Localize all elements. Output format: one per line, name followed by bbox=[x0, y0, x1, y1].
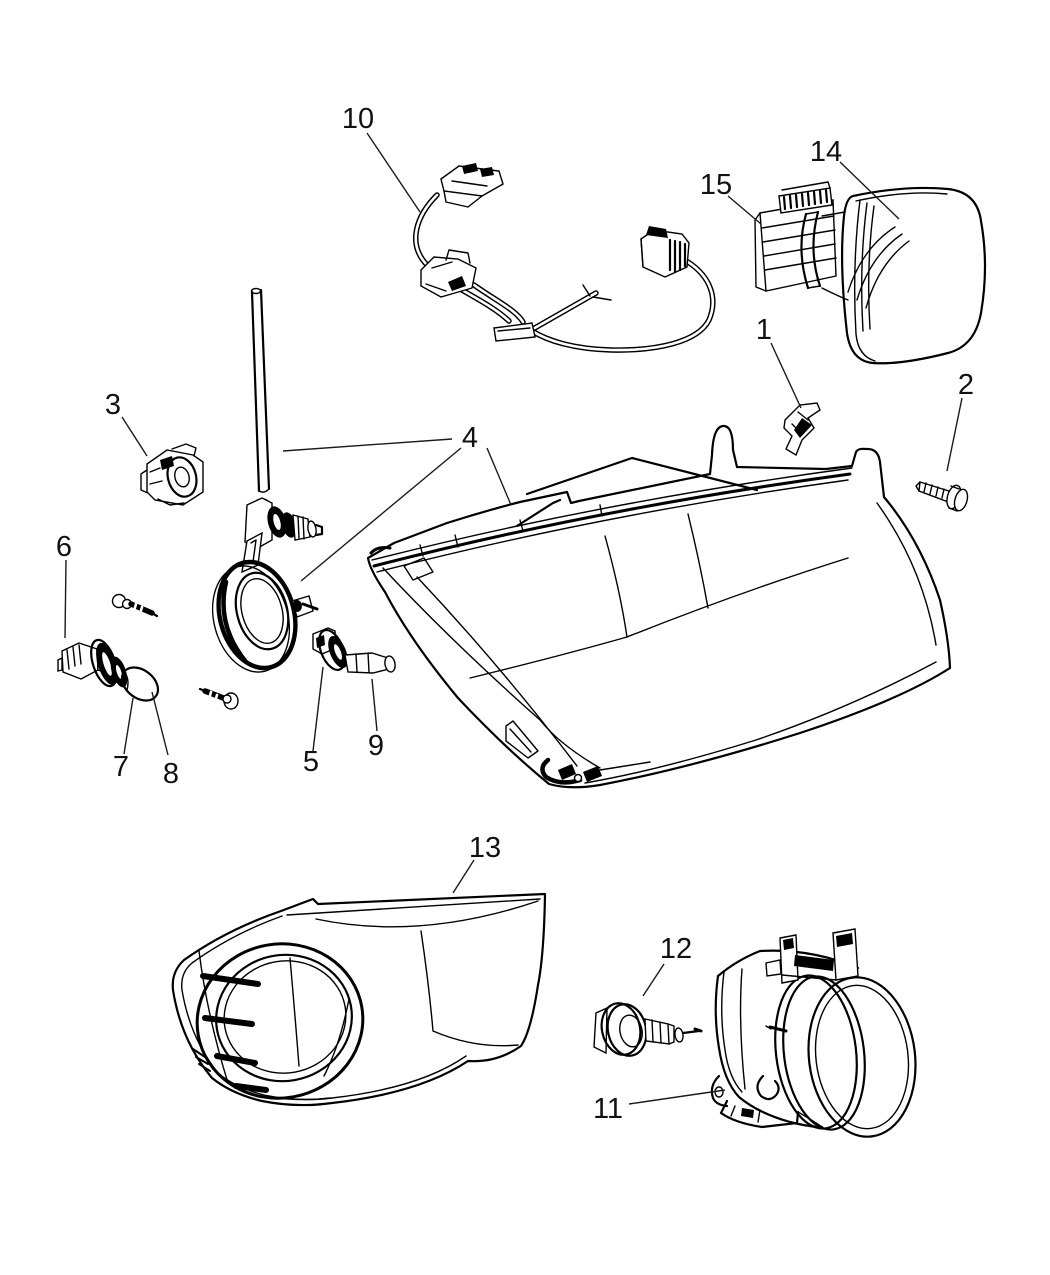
callout-9: 9 bbox=[368, 678, 384, 762]
part-mounting-screw bbox=[915, 481, 969, 512]
part-adjuster-rod bbox=[241, 287, 324, 574]
part-seal-ring bbox=[211, 559, 319, 673]
part-wiring-harness bbox=[413, 163, 716, 353]
part-screw-upper bbox=[111, 593, 159, 618]
leader-line-4a bbox=[282, 438, 453, 452]
part-side-marker-socket bbox=[754, 181, 837, 292]
part-screw-lower bbox=[198, 687, 239, 710]
callout-10: 10 bbox=[342, 103, 421, 213]
part-fog-lamp bbox=[710, 928, 917, 1138]
leader-line-15 bbox=[727, 195, 762, 225]
part-retainer-clip bbox=[783, 402, 821, 457]
callout-label-13: 13 bbox=[469, 832, 501, 864]
leader-line-4b bbox=[300, 447, 462, 582]
leader-line-4c bbox=[486, 447, 512, 506]
callouts-layer: 1 2 3 4 5 6 7 8 bbox=[56, 103, 974, 1125]
callout-7: 7 bbox=[113, 697, 134, 783]
callout-1: 1 bbox=[756, 314, 802, 409]
leader-line-7 bbox=[123, 697, 134, 755]
callout-label-3: 3 bbox=[105, 389, 121, 421]
callout-label-12: 12 bbox=[660, 933, 692, 965]
callout-5: 5 bbox=[303, 666, 324, 778]
leader-line-8 bbox=[151, 691, 169, 756]
leader-line-1 bbox=[770, 342, 802, 409]
callout-label-1: 1 bbox=[756, 314, 772, 346]
callout-label-6: 6 bbox=[56, 531, 72, 563]
part-park-turn-socket-bulb bbox=[57, 638, 160, 702]
callout-label-10: 10 bbox=[342, 103, 374, 135]
callout-13: 13 bbox=[452, 832, 501, 894]
leader-line-11 bbox=[628, 1089, 726, 1105]
part-bulb-socket bbox=[140, 443, 204, 506]
part-fog-lamp-bezel bbox=[171, 892, 547, 1107]
callout-label-11: 11 bbox=[593, 1093, 623, 1125]
part-fog-lamp-bulb bbox=[593, 1002, 703, 1057]
leader-line-12 bbox=[642, 963, 665, 997]
callout-label-5: 5 bbox=[303, 746, 319, 778]
callout-11: 11 bbox=[593, 1089, 726, 1125]
callout-label-8: 8 bbox=[163, 758, 179, 790]
callout-12: 12 bbox=[642, 933, 692, 997]
callout-label-9: 9 bbox=[368, 730, 384, 762]
callout-4: 4 bbox=[282, 422, 512, 582]
callout-2: 2 bbox=[946, 369, 974, 472]
part-side-marker-lamp bbox=[821, 186, 987, 365]
callout-8: 8 bbox=[151, 691, 179, 790]
leader-line-13 bbox=[452, 859, 475, 894]
callout-label-15: 15 bbox=[700, 169, 732, 201]
part-headlamp-assembly bbox=[366, 424, 952, 789]
leader-line-5 bbox=[312, 666, 324, 752]
leader-line-2 bbox=[946, 397, 963, 472]
callout-3: 3 bbox=[105, 389, 148, 457]
part-headlamp-bulb bbox=[312, 627, 396, 674]
callout-label-4: 4 bbox=[462, 422, 478, 454]
leader-line-6 bbox=[64, 559, 67, 639]
callout-label-14: 14 bbox=[810, 136, 842, 168]
leader-line-14 bbox=[839, 161, 900, 220]
leader-line-9 bbox=[371, 678, 378, 732]
callout-14: 14 bbox=[810, 136, 900, 220]
callout-label-2: 2 bbox=[958, 369, 974, 401]
callout-6: 6 bbox=[56, 531, 72, 639]
leader-line-10 bbox=[366, 132, 421, 213]
callout-label-7: 7 bbox=[113, 751, 129, 783]
leader-line-3 bbox=[121, 416, 148, 457]
callout-15: 15 bbox=[700, 169, 762, 225]
